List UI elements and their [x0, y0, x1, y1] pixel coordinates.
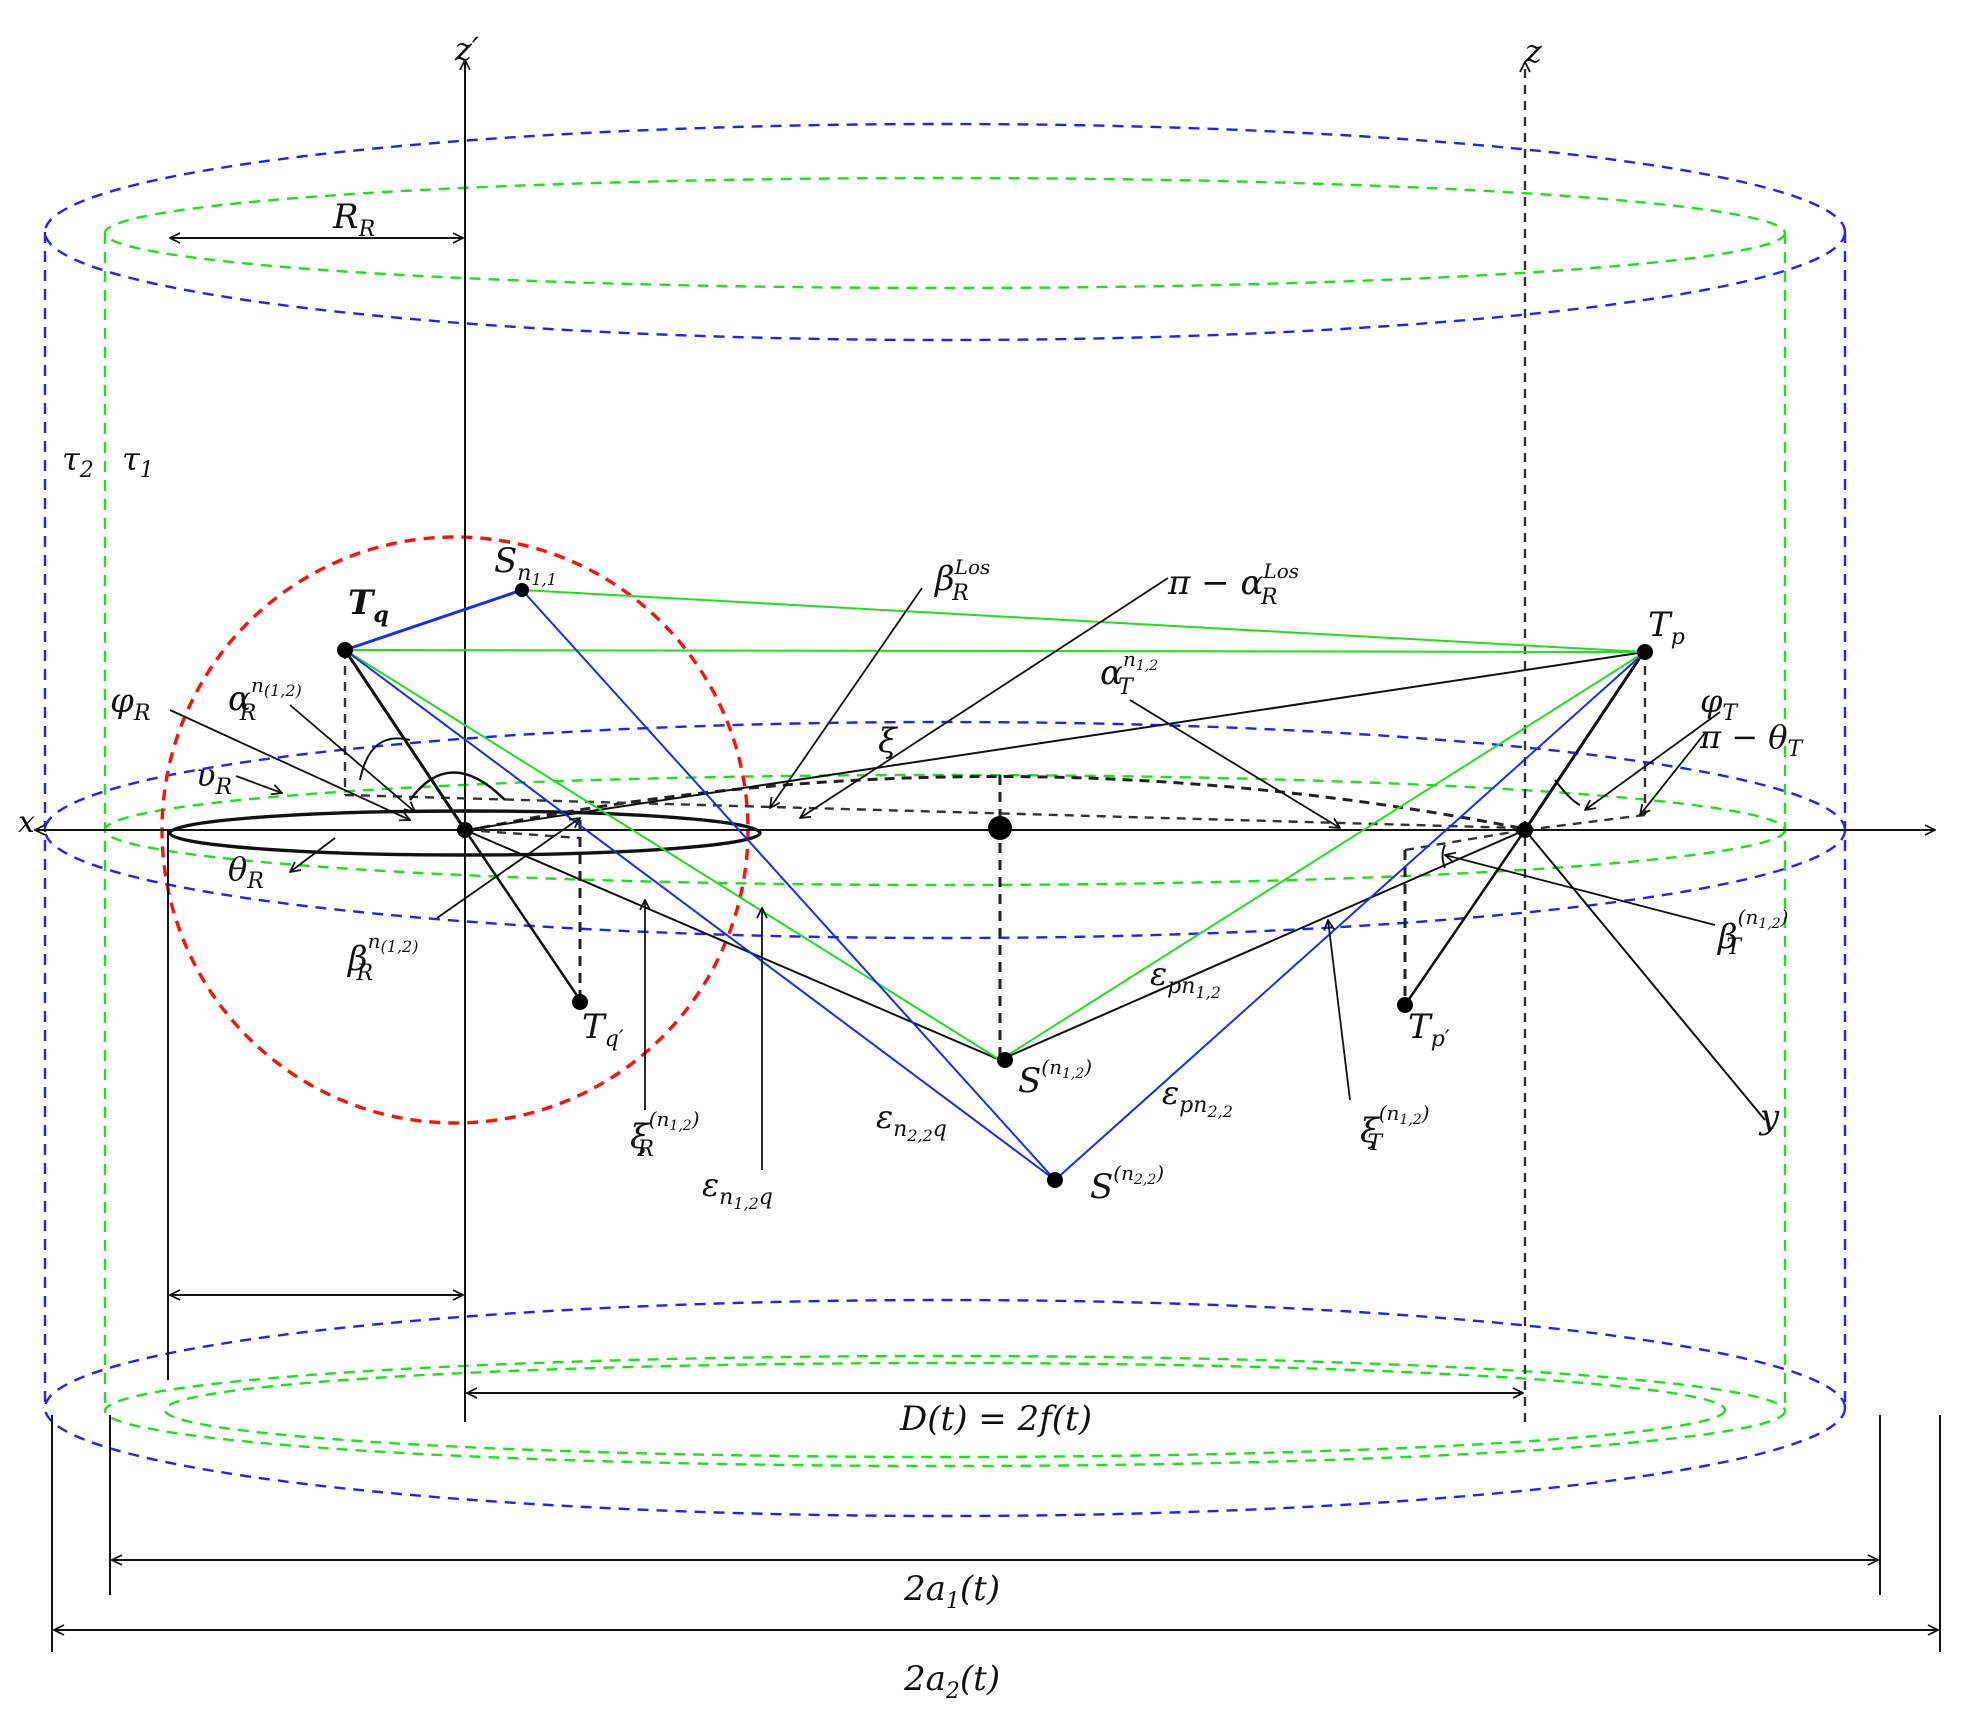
- tau2-label: τ2: [62, 440, 94, 483]
- green-paths: [344, 589, 1646, 1061]
- y-label: y: [1758, 1097, 1780, 1137]
- eps-n22q-label: εn2,2q: [876, 1098, 947, 1145]
- tau1-label: τ1: [122, 440, 154, 483]
- theta-R-label: θR: [228, 850, 264, 894]
- alpha-R-label: αn(1,2)R: [228, 673, 302, 726]
- xi-T-label: ξ(n1,2)T: [1360, 1101, 1430, 1156]
- xi-label: ξ: [878, 721, 899, 761]
- xi-arc: [479, 775, 1521, 830]
- phi-R-label: φR: [110, 681, 150, 726]
- R-R-label: RR: [332, 197, 375, 242]
- xi-R-label: ξ(n1,2)R: [630, 1107, 700, 1162]
- T-qp-label: Tq′: [582, 1007, 624, 1052]
- beta-R-label: βn(1,2)R: [346, 929, 418, 986]
- beta-T-label: β(n1,2)T: [1716, 905, 1788, 960]
- eps-pn12-label: εpn1,2: [1150, 955, 1221, 1002]
- phi-T-label: φT: [1700, 682, 1739, 726]
- points: [337, 583, 1653, 1188]
- blue-paths: [344, 588, 1646, 1181]
- T-pp-label: Tp′: [1408, 1007, 1450, 1052]
- S-n22-label: S(n2,2): [1090, 1161, 1164, 1207]
- z-label: z: [1524, 32, 1543, 70]
- pi-theta-T-label: π − θT: [1699, 718, 1804, 762]
- S-n12-label: S(n1,2): [1018, 1055, 1092, 1101]
- receiver-ellipse: [168, 809, 762, 857]
- inner-cylinder: [103, 176, 1787, 1468]
- leader-arrows: [169, 577, 1721, 1170]
- z-prime-label: z′: [454, 30, 480, 68]
- eps-n12q-label: εn1,2q: [702, 1166, 773, 1213]
- D-t-label: D(t) = 2f(t): [899, 1399, 1092, 1439]
- eps-pn22-label: εpn2,2: [1162, 1074, 1233, 1121]
- T-p-label: Tp: [1648, 605, 1685, 650]
- 2a1-label: 2a1(t): [903, 1569, 1000, 1614]
- 2a2-label: 2a2(t): [903, 1659, 1000, 1704]
- black-paths: [343, 649, 1766, 1121]
- T-q-label: Tq: [348, 583, 389, 628]
- outer-cylinder: [43, 122, 1847, 1518]
- S-n11-label: Sn1,1: [494, 541, 557, 589]
- x-label: x: [18, 805, 35, 840]
- upsilon-R-label: υR: [196, 756, 232, 800]
